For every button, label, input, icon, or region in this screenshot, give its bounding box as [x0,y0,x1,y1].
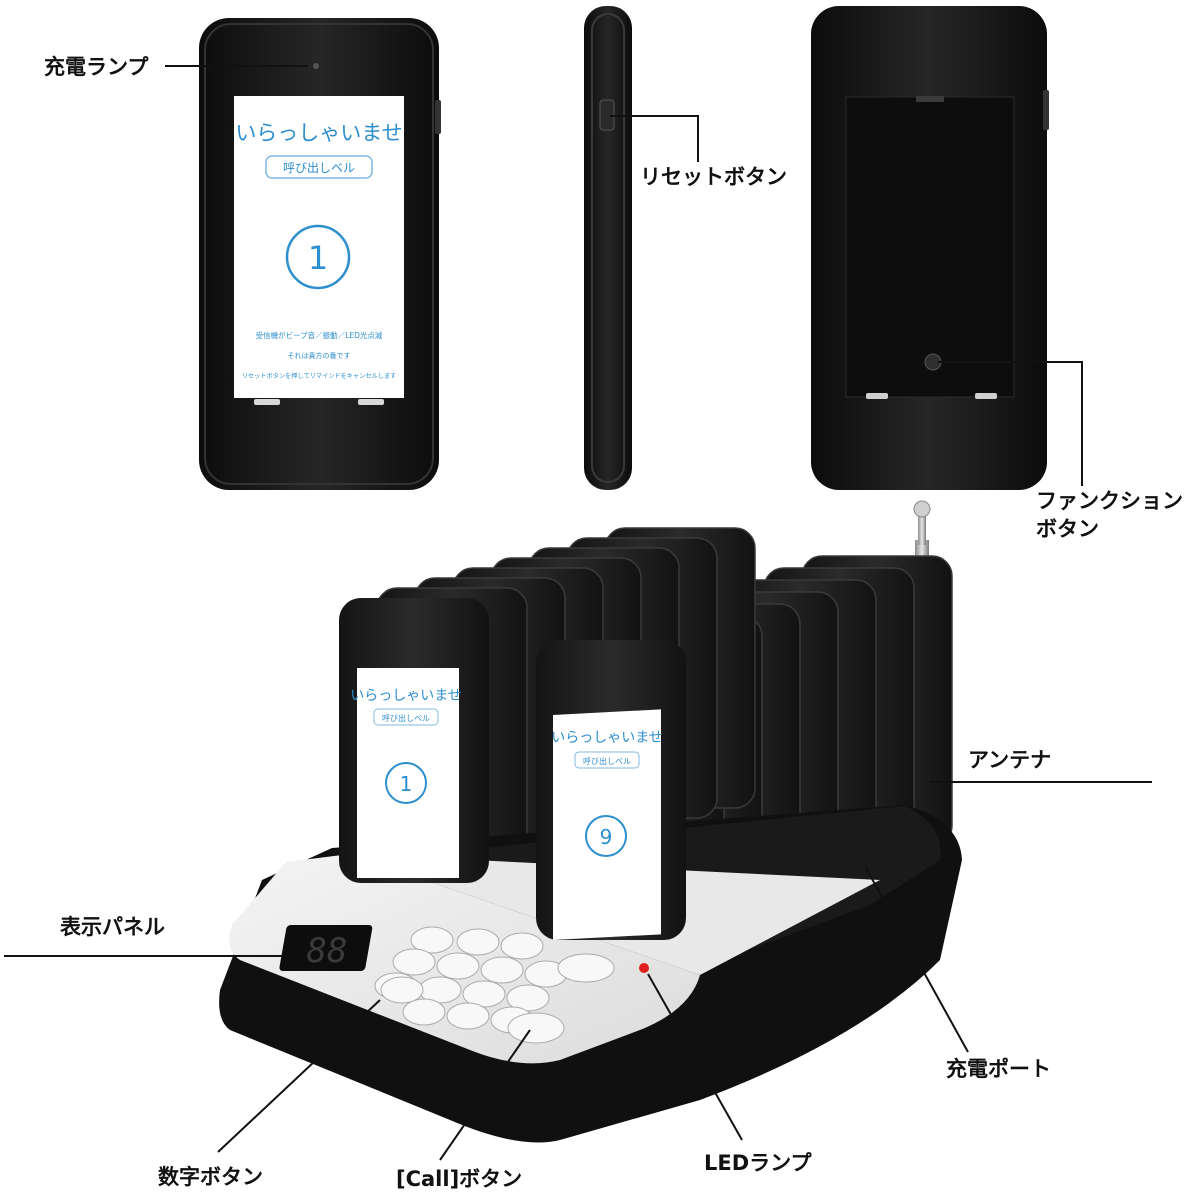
dock-pager-1-welcome: いらっしゃいませ [350,688,462,704]
led-lamp-dot [639,963,649,973]
number-key[interactable] [380,976,424,1004]
number-key[interactable] [436,952,480,980]
screen-call-bell-text: 呼び出しベル [283,161,355,175]
screen-info-line-1: 受信機がビープ音／振動／LED光点滅 [256,330,383,340]
pager-screen [234,96,404,398]
function-key[interactable] [557,953,615,983]
dock-pager-9-welcome: いらっしゃいませ [551,730,663,746]
screen-info-line-3: リセットボタンを押してリマインドをキャンセルします [242,372,397,380]
charging-lamp-dot [313,63,319,69]
number-key[interactable] [480,956,524,984]
label-reset-button: リセットボタン [640,165,787,189]
label-function-button-line-2: ボタン [1036,517,1099,541]
number-key[interactable] [402,998,446,1026]
dock-pager-front-left: いらっしゃいませ 呼び出しベル 1 [339,598,489,883]
dock-pager-1-number: 1 [400,772,413,796]
label-number-buttons: 数字ボタン [158,1165,263,1189]
display-panel-screen [279,925,373,971]
segment-display: 88 [307,931,348,971]
leader-charging-port [865,867,969,1053]
screen-number: 1 [308,239,328,277]
number-key[interactable] [392,948,436,976]
leader-function-button [938,361,1083,486]
leader-number-buttons [217,999,381,1153]
number-key[interactable] [446,1002,490,1030]
leader-call-button [439,1029,531,1161]
label-charging-port: 充電ポート [946,1057,1051,1081]
leader-led-lamp [647,973,743,1141]
dock-pager-front-right: いらっしゃいませ 呼び出しベル 9 [536,640,686,941]
keypad [374,926,615,1044]
leader-lines [4,65,1152,1161]
label-function-button-line-1: ファンクション [1036,489,1183,513]
call-key[interactable] [507,1012,565,1044]
pager-side-view [584,6,632,490]
screen-welcome-text: いらっしゃいませ [235,121,402,145]
label-led-lamp: LEDランプ [704,1151,812,1175]
label-charging-lamp: 充電ランプ [44,55,149,79]
leader-reset-button [610,115,699,162]
number-key[interactable] [410,926,454,954]
number-key[interactable] [456,928,500,956]
dock-pager-9-number: 9 [600,825,613,849]
dock-pager-9-call-bell: 呼び出しベル [583,756,631,766]
screen-info-line-2: それは貴方の番です [288,351,351,360]
label-call-button: [Call]ボタン [396,1167,523,1191]
dock-pager-1-call-bell: 呼び出しベル [382,713,430,723]
pager-front-view: いらっしゃいませ 呼び出しベル 1 受信機がビープ音／振動／LED光点滅 それは… [199,18,441,490]
label-antenna: アンテナ [968,748,1052,772]
label-display-panel: 表示パネル [60,915,165,939]
number-key[interactable] [500,932,544,960]
pager-back-view [811,6,1049,490]
